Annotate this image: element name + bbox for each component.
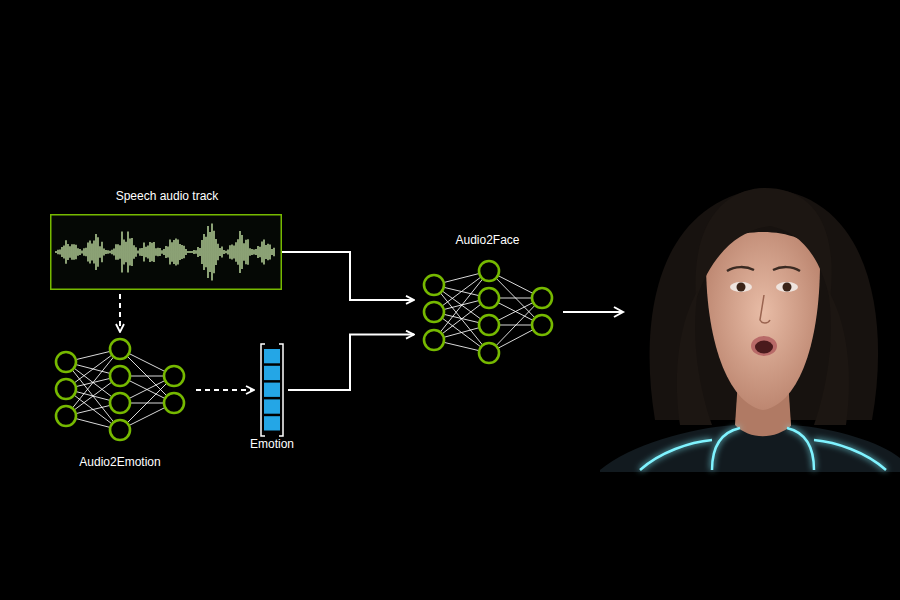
connector-arrow bbox=[282, 252, 414, 300]
hair-left bbox=[677, 290, 712, 425]
neural-network-icon bbox=[417, 254, 557, 366]
body-suit bbox=[600, 425, 900, 472]
output-arrow bbox=[563, 311, 622, 313]
network-node: Audio2Face bbox=[415, 232, 560, 368]
connector-arrow bbox=[119, 294, 121, 332]
connector-arrow bbox=[196, 389, 254, 391]
emotion-vector-node: Emotion bbox=[240, 342, 304, 454]
audio-track-node: Speech audio track bbox=[48, 188, 286, 294]
suit-glow bbox=[640, 428, 886, 470]
eye-left bbox=[730, 282, 752, 292]
node-label: Audio2Face bbox=[415, 232, 560, 248]
node-label: Speech audio track bbox=[48, 188, 286, 204]
face bbox=[706, 232, 820, 410]
network-node: Audio2Emotion bbox=[45, 335, 195, 475]
node-label: Audio2Emotion bbox=[45, 454, 195, 470]
mouth bbox=[755, 341, 773, 354]
iris-left bbox=[737, 283, 746, 292]
node-label: Emotion bbox=[240, 436, 304, 452]
iris-right bbox=[783, 283, 792, 292]
connector-arrow bbox=[288, 335, 414, 390]
waveform-box bbox=[50, 214, 282, 290]
neural-network-icon bbox=[50, 335, 190, 445]
nose bbox=[760, 295, 770, 323]
hair-right bbox=[814, 290, 849, 425]
eye-right bbox=[776, 282, 798, 292]
eyebrows bbox=[727, 267, 800, 271]
emotion-vector bbox=[258, 342, 286, 438]
lips bbox=[751, 336, 777, 356]
output-arrowhead bbox=[614, 307, 623, 317]
bangs bbox=[695, 188, 831, 300]
